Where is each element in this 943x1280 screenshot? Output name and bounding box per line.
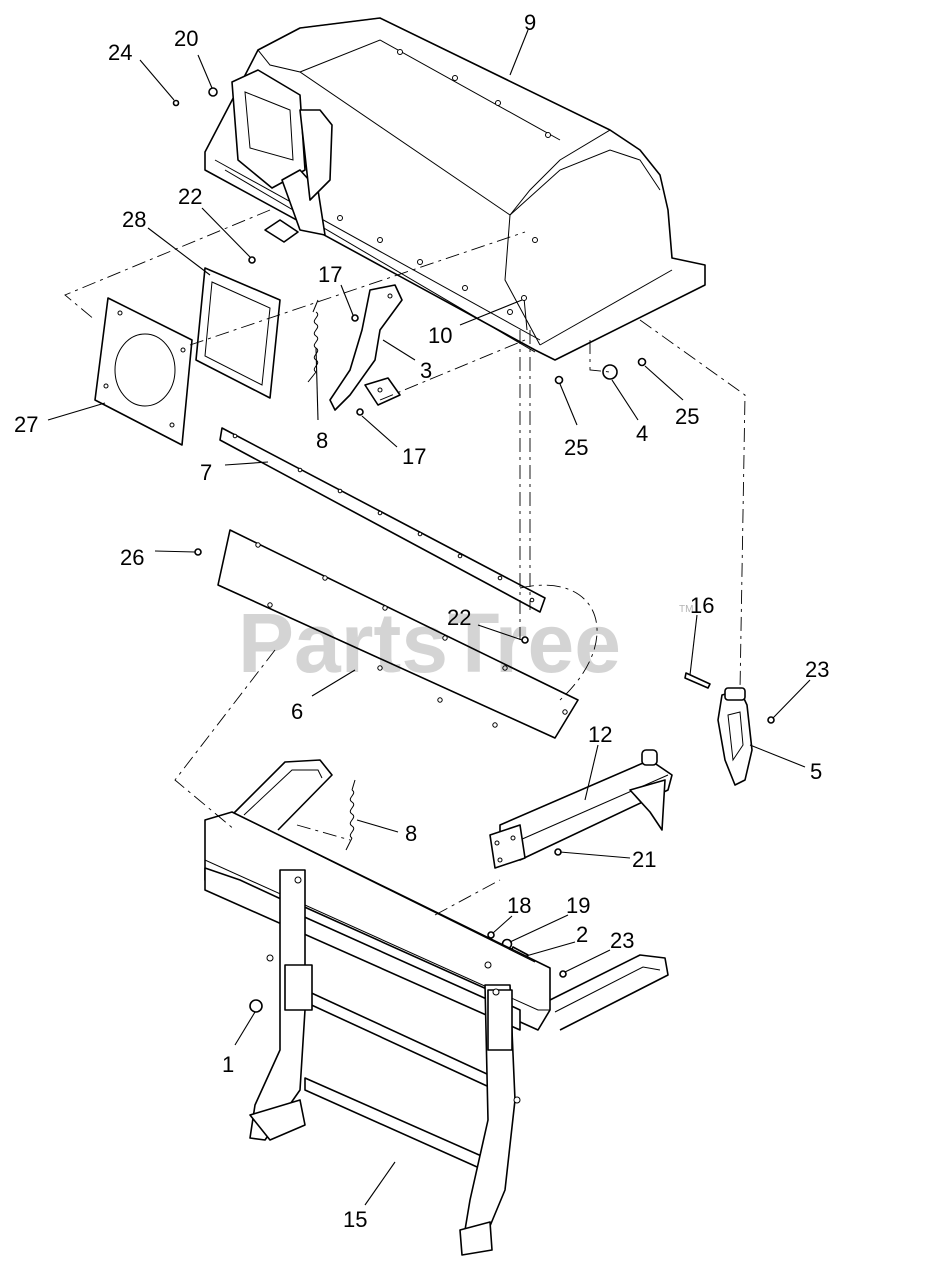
callout-17-lower: 17	[402, 444, 426, 469]
part-4-washer	[602, 364, 618, 380]
part-3-bracket	[329, 284, 403, 411]
callout-20: 20	[174, 26, 198, 51]
part-6-panel	[217, 529, 579, 739]
callout-15: 15	[343, 1207, 367, 1232]
part-25-nut-right	[637, 357, 647, 367]
callout-18: 18	[507, 893, 531, 918]
callout-17-upper: 17	[318, 262, 342, 287]
part-15-frame	[204, 759, 669, 1256]
callout-24: 24	[108, 40, 132, 65]
callout-7: 7	[200, 460, 212, 485]
callout-21: 21	[632, 847, 656, 872]
callout-numbers: 24 20 9 22 28 27 17 10 3 8 17 25 4 25 7 …	[14, 10, 829, 1232]
part-17-pin-lower	[356, 408, 364, 416]
callout-23-lower: 23	[610, 928, 634, 953]
part-20-washer	[208, 87, 218, 97]
part-9-hood	[204, 17, 706, 361]
part-5-latch	[717, 687, 753, 786]
callout-9: 9	[524, 10, 536, 35]
part-1-knob	[249, 999, 263, 1013]
callout-2: 2	[576, 922, 588, 947]
part-23-nut-upper	[767, 716, 775, 724]
part-12-arm	[489, 749, 673, 869]
part-8-spring-lower	[345, 779, 356, 851]
part-28-gasket	[195, 267, 281, 399]
part-7-strip	[219, 427, 546, 613]
callout-28: 28	[122, 207, 146, 232]
part-24-screw	[172, 99, 180, 107]
part-10-bolt	[521, 295, 528, 331]
callout-5: 5	[810, 759, 822, 784]
part-27-plate	[94, 297, 193, 446]
callout-25-right: 25	[675, 404, 699, 429]
part-8-spring-upper	[307, 299, 319, 383]
callout-23-upper: 23	[805, 657, 829, 682]
callout-27: 27	[14, 412, 38, 437]
callout-10: 10	[428, 323, 452, 348]
callout-22-lower: 22	[447, 605, 471, 630]
part-17-pin-upper	[351, 314, 359, 322]
callout-4: 4	[636, 421, 648, 446]
part-23-nut-lower	[559, 970, 567, 978]
callout-26: 26	[120, 545, 144, 570]
callout-25-left: 25	[564, 435, 588, 460]
callout-12: 12	[588, 722, 612, 747]
callout-19: 19	[566, 893, 590, 918]
callout-3: 3	[420, 358, 432, 383]
callout-16: 16	[690, 593, 714, 618]
watermark-trademark: TM	[679, 604, 693, 615]
leader-lines	[47, 29, 811, 1206]
part-16-pin	[684, 672, 711, 689]
callout-8-lower: 8	[405, 821, 417, 846]
part-22-fastener-upper	[248, 256, 256, 264]
callout-22-upper: 22	[178, 184, 202, 209]
callout-1: 1	[222, 1052, 234, 1077]
part-25-nut-left	[554, 375, 564, 385]
callout-8-upper: 8	[316, 428, 328, 453]
callout-6: 6	[291, 699, 303, 724]
watermark-text: PartsTree	[238, 596, 621, 690]
alignment-lines	[64, 209, 746, 916]
part-26-screw	[194, 548, 202, 556]
